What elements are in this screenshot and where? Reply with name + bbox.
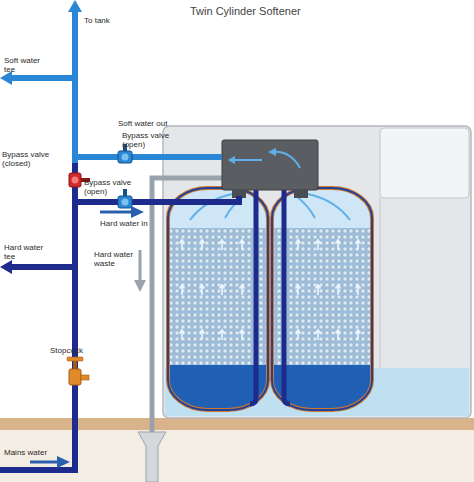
riser-tube — [250, 190, 290, 404]
cylinder-shell — [168, 188, 268, 410]
resin-cylinder — [272, 188, 372, 410]
diagram-title: Twin Cylinder Softener — [190, 5, 301, 17]
callout-label: Bypass valve (open) — [122, 131, 178, 149]
callout-label: Stopcock — [50, 346, 100, 355]
cylinder-shell — [272, 188, 372, 410]
callout-label: Hard water in — [100, 219, 170, 228]
callout-label: Hard water waste — [94, 250, 138, 268]
ground-surface — [0, 418, 474, 430]
bypass-valve-open — [118, 189, 132, 208]
softener-cabinet — [163, 126, 471, 418]
soft-water-pipe — [0, 0, 222, 163]
stopcock — [67, 357, 89, 385]
flow-arrows — [180, 194, 361, 340]
control-valve-head — [222, 140, 318, 198]
callout-label: To tank — [84, 16, 134, 25]
callout-label: Bypass valve (closed) — [2, 150, 60, 168]
callout-label: Bypass valve (open) — [84, 178, 140, 196]
callout-label: Mains water — [4, 448, 64, 457]
callout-label: Soft water out — [118, 119, 188, 128]
cylinder-shell — [272, 188, 372, 410]
hard-water-pipe — [0, 163, 239, 470]
callout-label: Hard water tee — [4, 243, 48, 261]
cylinder-shell — [168, 188, 268, 410]
ground-soil — [0, 430, 474, 482]
callout-label: Soft water tee — [4, 56, 48, 74]
resin-cylinder — [168, 188, 268, 410]
